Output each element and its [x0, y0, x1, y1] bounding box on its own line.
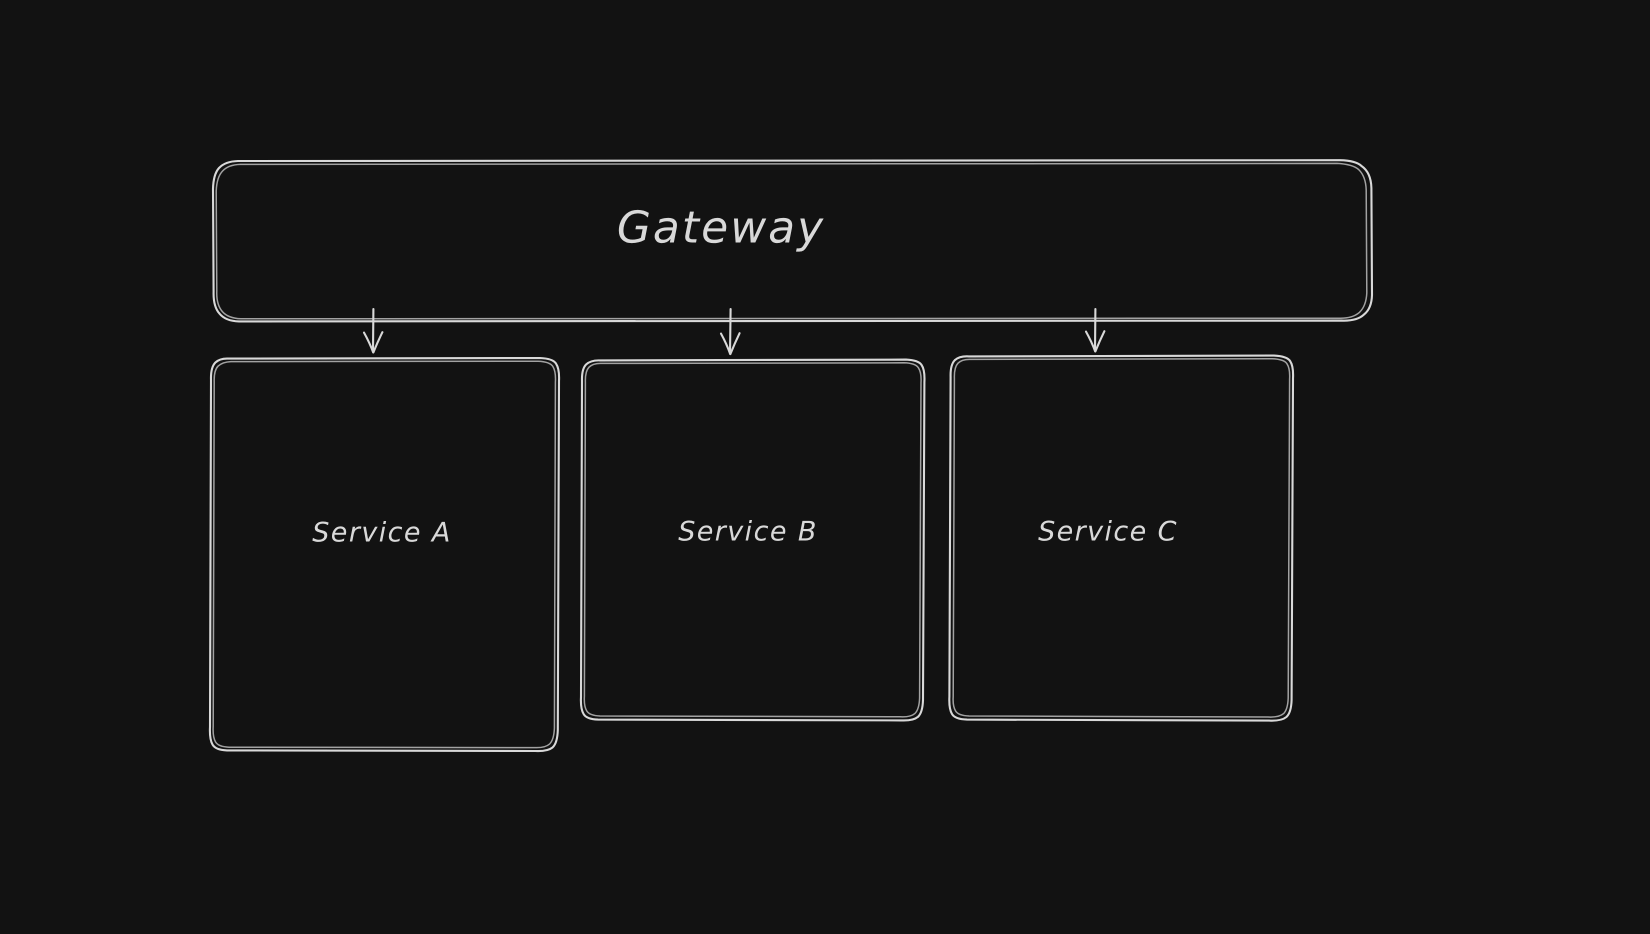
- node-service-c[interactable]: [952, 355, 1292, 715]
- edge-gateway-to-service-c[interactable]: [1084, 307, 1106, 353]
- node-shape-service-b[interactable]: [579, 358, 926, 722]
- node-shape-service-c[interactable]: [948, 354, 1295, 722]
- edge-gateway-to-service-b[interactable]: [719, 307, 741, 356]
- node-label-gateway: Gateway: [616, 202, 826, 254]
- node-service-b[interactable]: [583, 360, 923, 717]
- edge-gateway-to-service-a[interactable]: [362, 307, 384, 354]
- node-gateway[interactable]: [221, 160, 1372, 321]
- node-service-a[interactable]: [213, 358, 557, 750]
- node-label-service-a: Service A: [312, 517, 452, 549]
- node-label-service-b: Service B: [678, 516, 818, 548]
- node-label-service-c: Service C: [1038, 516, 1178, 548]
- node-shape-gateway[interactable]: [211, 159, 1374, 323]
- node-shape-service-a[interactable]: [208, 356, 561, 753]
